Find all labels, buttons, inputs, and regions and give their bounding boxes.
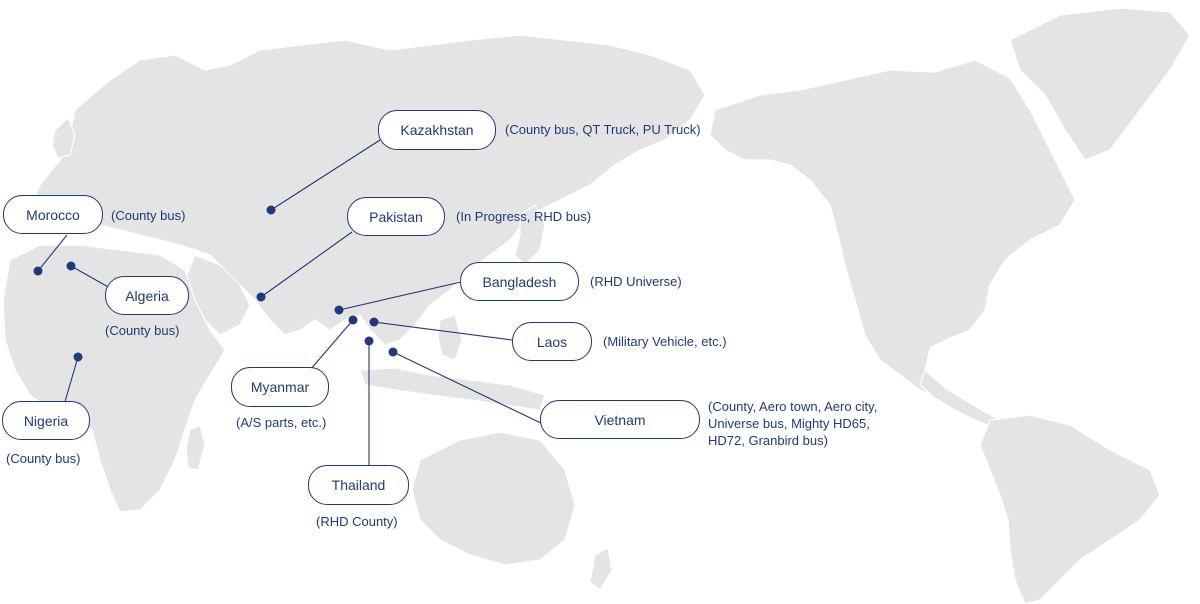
marker-morocco[interactable] [33,266,43,276]
leader-nigeria [63,356,79,406]
landmasses [2,7,1191,604]
leader-vietnam [392,351,546,426]
marker-thailand[interactable] [364,336,374,346]
land-new-zealand [589,547,613,591]
leader-algeria [70,265,111,289]
label-vietnam[interactable]: Vietnam [540,400,700,439]
note-morocco: (County bus) [111,208,186,223]
land-south-america [979,414,1161,604]
note-vietnam: (County, Aero town, Aero city, Universe … [708,399,878,448]
note-thailand: (RHD County) [316,514,398,529]
label-thailand[interactable]: Thailand [308,465,409,505]
label-bangladesh[interactable]: Bangladesh [460,262,579,301]
note-myanmar: (A/S parts, etc.) [236,415,327,430]
land-japan [514,204,546,266]
label-nigeria[interactable]: Nigeria [2,401,90,440]
leader-morocco [37,234,68,272]
note-kazakhstan: (County bus, QT Truck, PU Truck) [505,122,701,137]
marker-myanmar[interactable] [348,315,358,325]
note-bangladesh: (RHD Universe) [590,274,682,289]
note-nigeria: (County bus) [6,451,81,466]
label-kazakhstan[interactable]: Kazakhstan [378,110,496,150]
marker-vietnam[interactable] [388,347,398,357]
marker-algeria[interactable] [66,261,76,271]
land-british-isles [51,116,76,159]
leader-laos [373,321,513,341]
leader-kazakhstan [270,139,381,211]
label-laos[interactable]: Laos [512,322,592,361]
marker-pakistan[interactable] [256,292,266,302]
note-pakistan: (In Progress, RHD bus) [456,209,592,224]
land-philippines [437,314,463,361]
marker-nigeria[interactable] [73,352,83,362]
leader-bangladesh [338,281,462,311]
label-myanmar[interactable]: Myanmar [231,367,329,407]
land-madagascar [185,424,206,471]
leader-pakistan [260,231,353,298]
leader-myanmar [309,319,354,371]
label-morocco[interactable]: Morocco [3,195,103,234]
country-markers [33,205,398,362]
marker-laos[interactable] [369,317,379,327]
note-laos: (Military Vehicle, etc.) [603,334,727,349]
land-greenland [1009,7,1191,161]
marker-bangladesh[interactable] [334,305,344,315]
land-australia [411,431,576,566]
label-algeria[interactable]: Algeria [105,276,189,315]
land-se-asia-islands [359,367,546,411]
land-central-america [919,368,1001,429]
land-eurasia [29,34,706,346]
land-north-america [709,59,1076,401]
note-algeria: (County bus) [105,323,180,338]
marker-kazakhstan[interactable] [266,205,276,215]
label-pakistan[interactable]: Pakistan [347,197,445,236]
leader-lines [37,139,546,466]
